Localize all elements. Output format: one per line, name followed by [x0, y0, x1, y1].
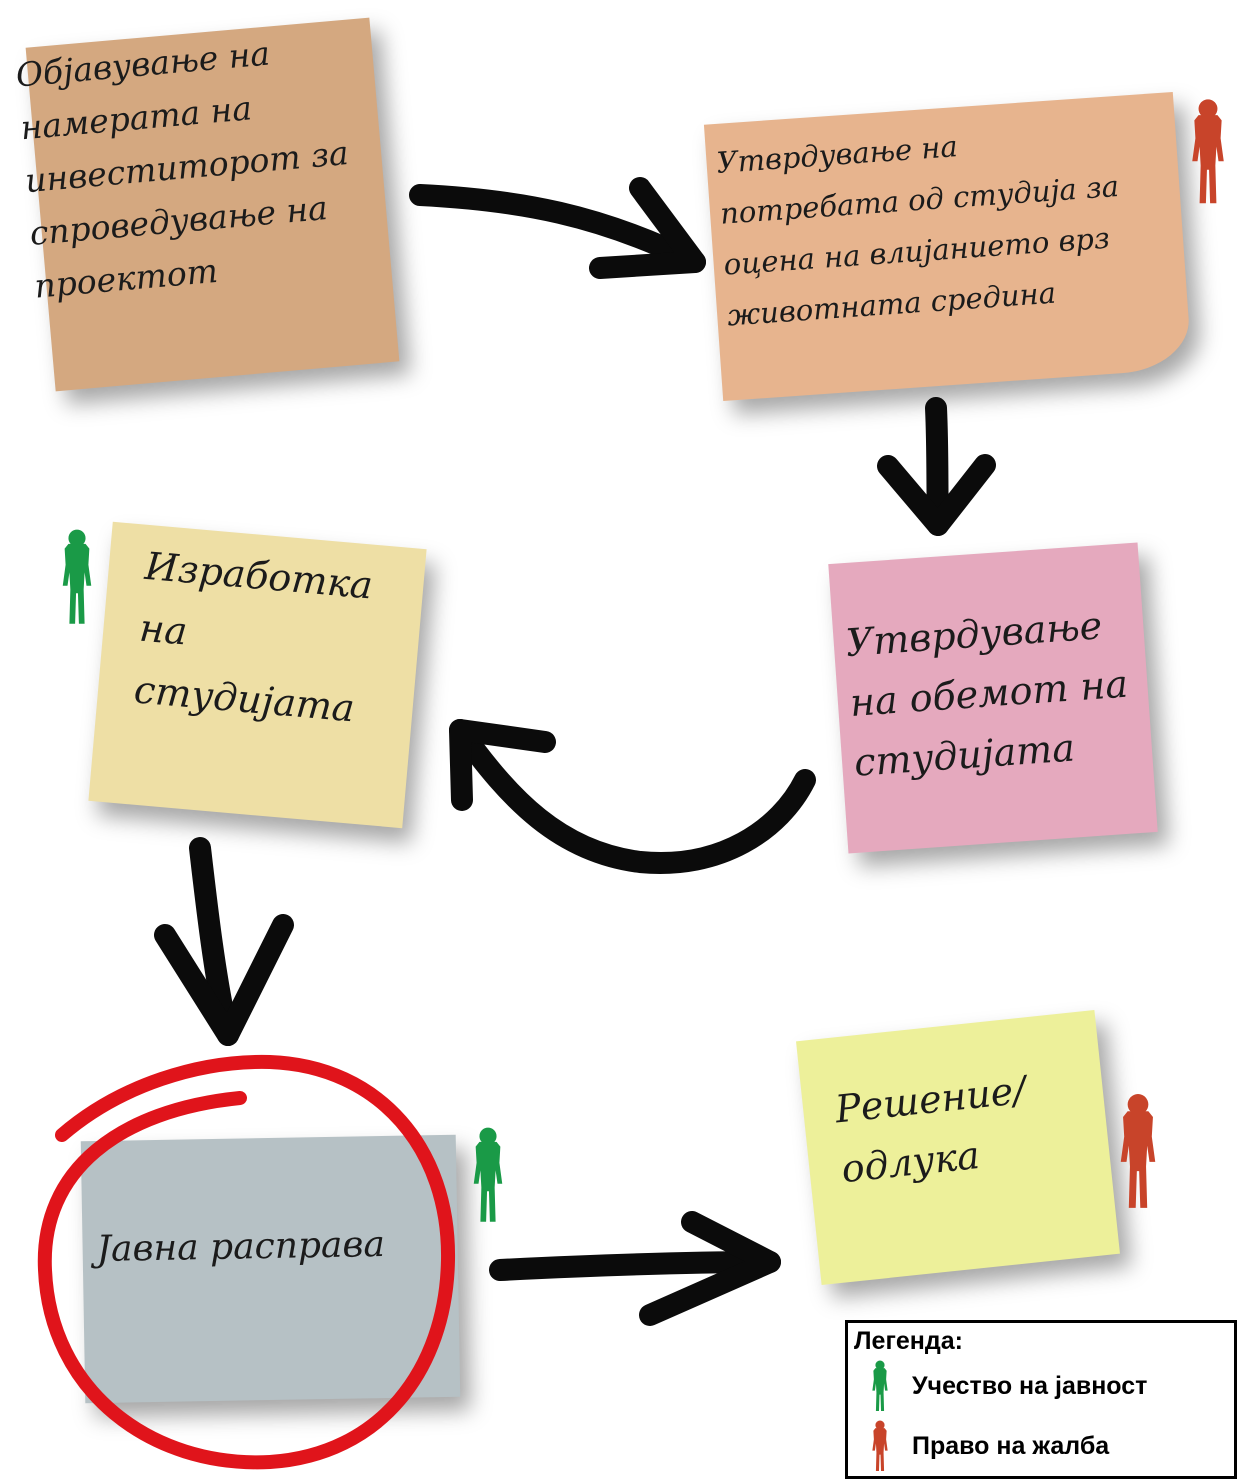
arrow-study-to-hearing: [154, 837, 294, 1046]
step-decision-note: Решение/ одлука: [796, 1009, 1120, 1286]
step-screening-note: Утврдување на потребата од студија за оц…: [703, 91, 1193, 402]
arrow-scoping-to-study: [449, 719, 816, 874]
arrow-screening-to-scoping: [877, 397, 996, 536]
step-scoping-label: Утврдување на обемот на студијата: [844, 603, 1130, 785]
arrow-announce-to-screening: [409, 177, 706, 279]
step-scoping-note: Утврдување на обемот на студијата: [828, 542, 1158, 854]
legend-appeal-label: Право на жалба: [912, 1431, 1110, 1460]
participation-legend-icon: [872, 1360, 888, 1411]
step-decision-label: Решение/ одлука: [833, 1067, 1028, 1192]
step-announcement-note: Објавување на намерата на инвеститорот з…: [14, 17, 400, 392]
step-public-hearing-note: Јавна расправа: [80, 1134, 461, 1404]
legend-row-participation: Учество на јавност: [868, 1360, 1148, 1411]
step-public-hearing-label: Јавна расправа: [96, 1224, 386, 1271]
legend-row-appeal: Право на жалба: [868, 1420, 1110, 1471]
appeal-icon-decision: [1120, 1094, 1156, 1208]
legend: Легенда: Учество на јавност Право на жал…: [845, 1320, 1237, 1479]
participation-icon-hearing: [473, 1127, 503, 1222]
arrow-hearing-to-decision: [489, 1211, 781, 1326]
legend-title: Легенда:: [854, 1327, 963, 1355]
appeal-legend-icon: [872, 1420, 888, 1471]
step-study-label: Изработка на студијата: [132, 543, 375, 731]
step-announcement-label: Објавување на намерата на инвеститорот з…: [14, 33, 351, 306]
appeal-icon-screening: [1192, 99, 1224, 204]
step-study-note: Изработка на студијата: [88, 521, 427, 829]
legend-participation-label: Учество на јавност: [912, 1371, 1148, 1400]
step-screening-label: Утврдување на потребата од студија за оц…: [715, 129, 1121, 333]
participation-icon-study: [62, 529, 92, 624]
